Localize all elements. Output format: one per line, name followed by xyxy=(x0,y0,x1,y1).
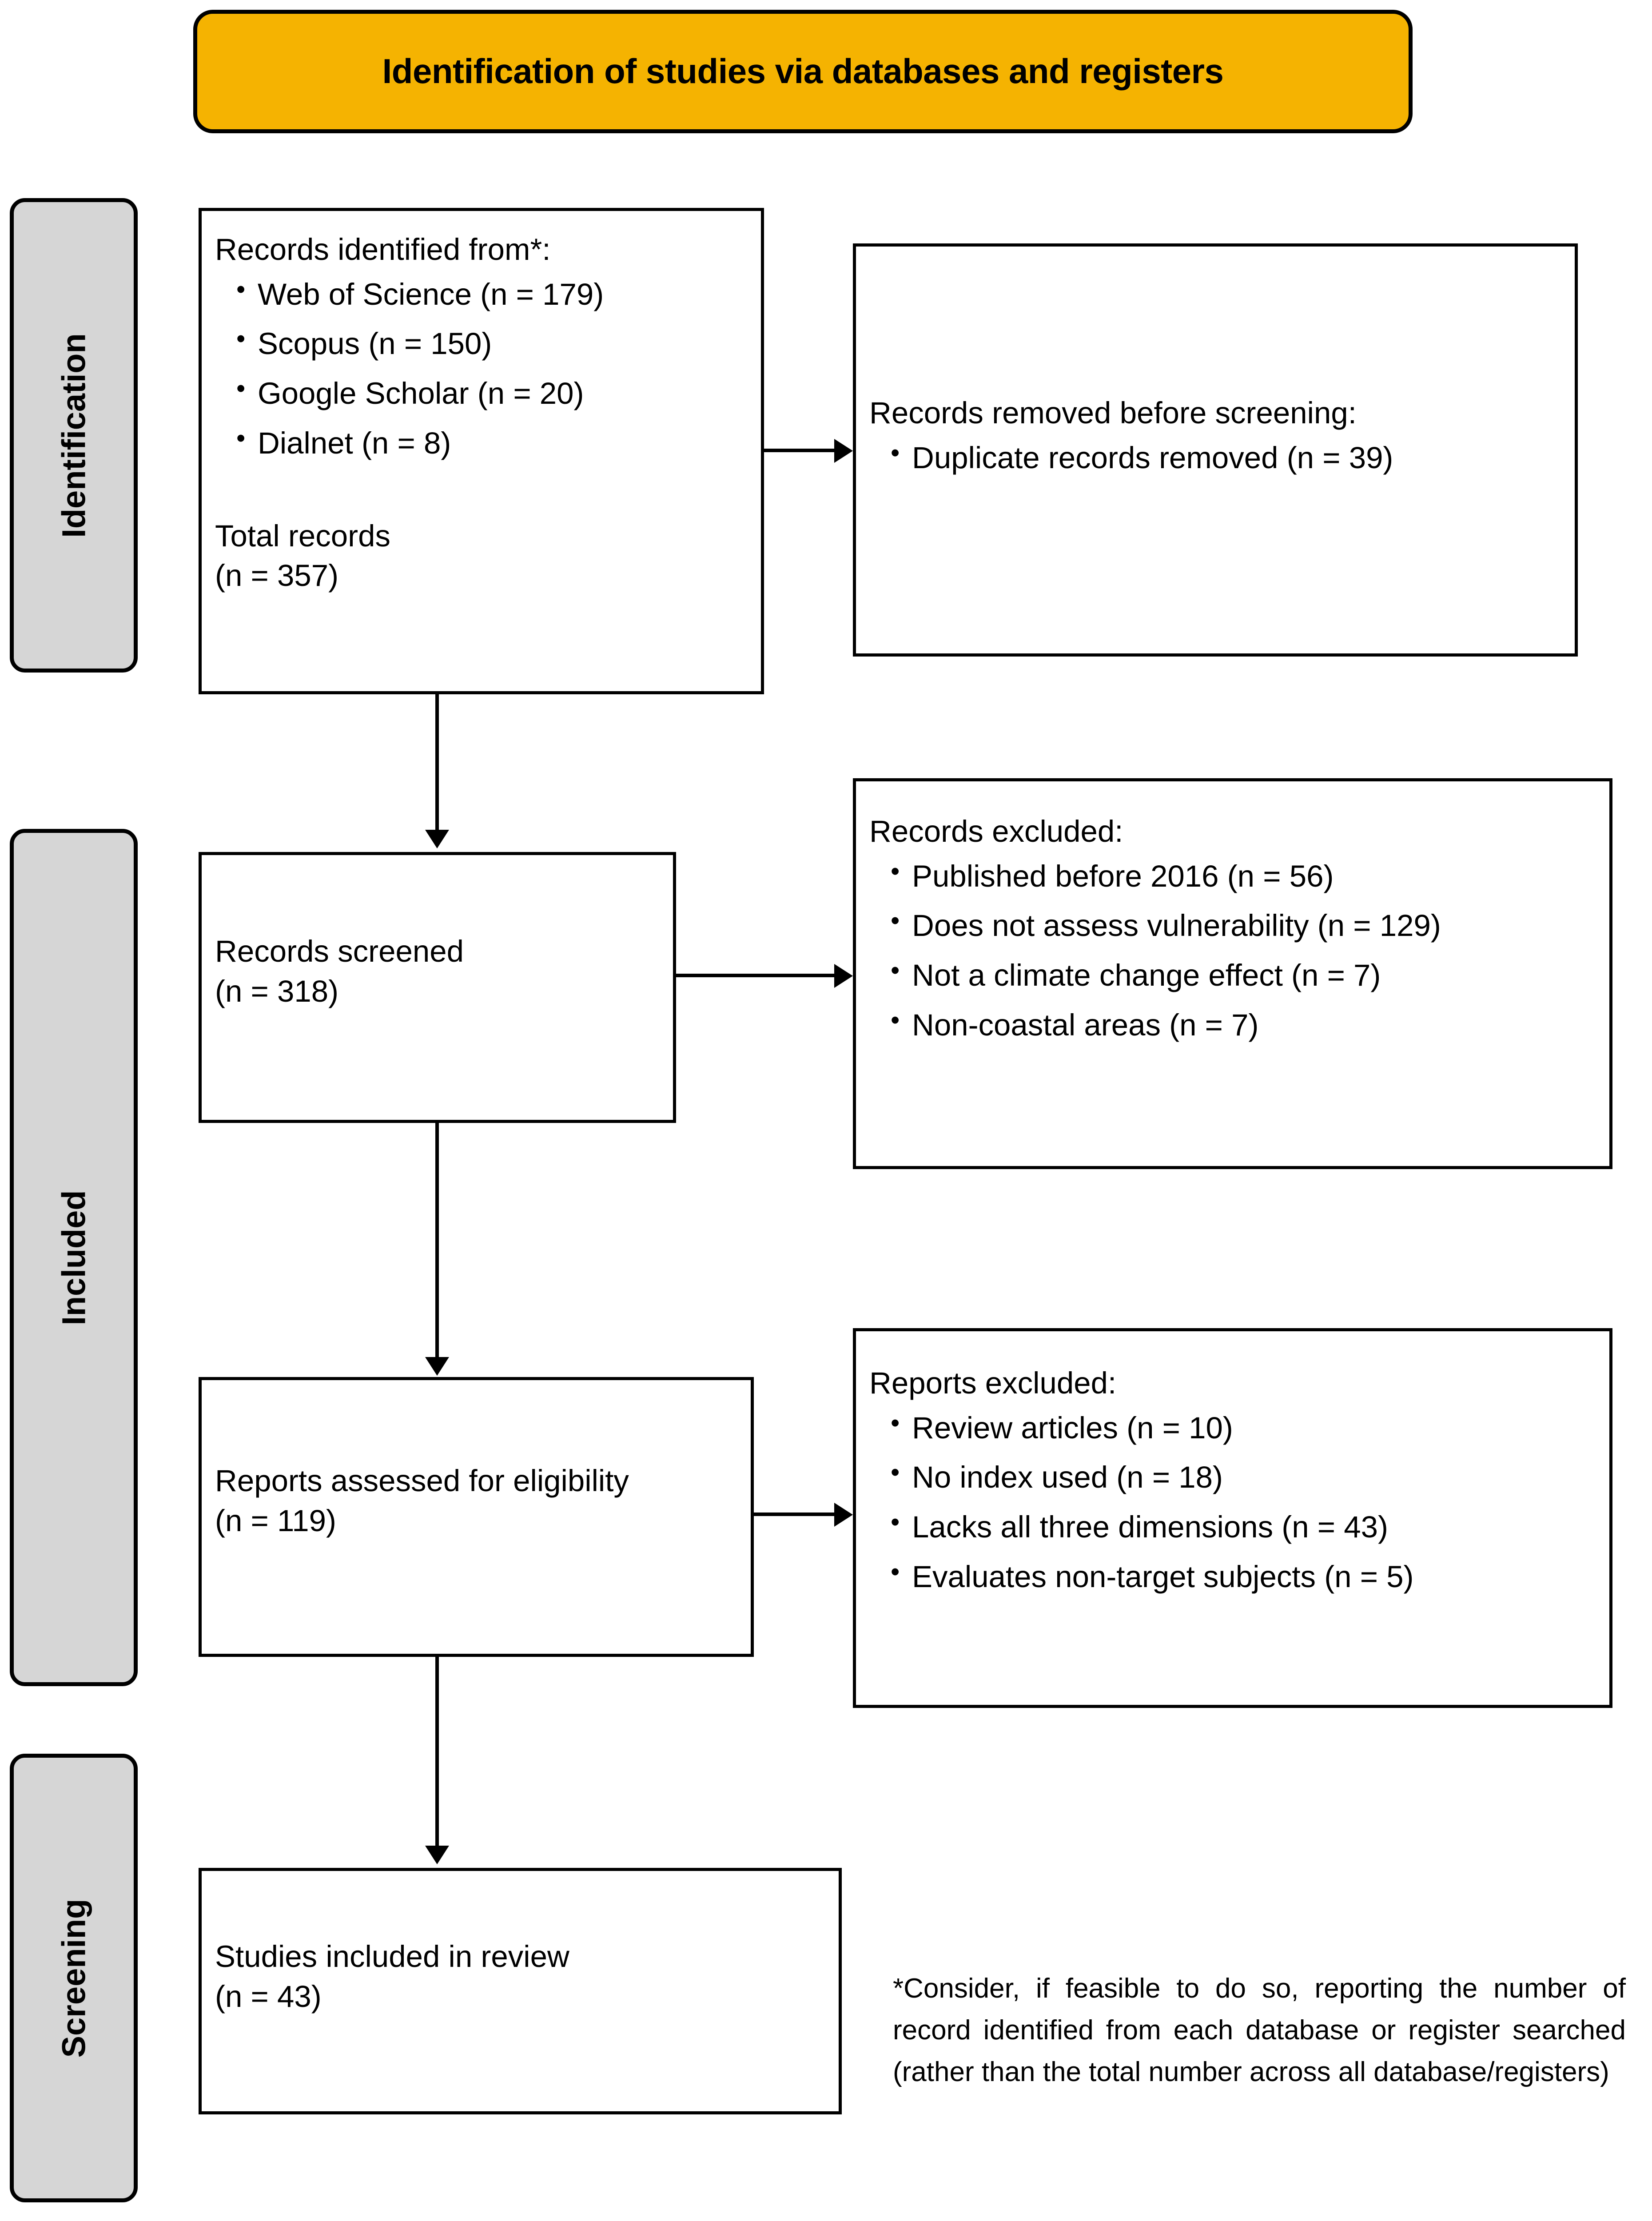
arrow-down-icon xyxy=(425,1357,449,1376)
stage-tab-identification: Identification xyxy=(10,198,138,673)
stage-tab-included: Included xyxy=(10,829,138,1686)
list-item: Review articles (n = 10) xyxy=(891,1402,1600,1453)
list-item: Dialnet (n = 8) xyxy=(236,418,751,468)
page-title: Identification of studies via databases … xyxy=(382,52,1224,91)
list-item: Lacks all three dimensions (n = 43) xyxy=(891,1501,1600,1552)
records-identified-source-list: Web of Science (n = 179) Scopus (n = 150… xyxy=(215,269,751,468)
reports-excluded-list: Review articles (n = 10) No index used (… xyxy=(869,1402,1600,1602)
box-records-removed: Records removed before screening: Duplic… xyxy=(853,243,1578,657)
records-screened-title: Records screened xyxy=(215,934,464,968)
box-records-identified: Records identified from*: Web of Science… xyxy=(199,208,764,694)
list-item: Web of Science (n = 179) xyxy=(236,269,751,319)
box-reports-eligibility: Reports assessed for eligibility (n = 11… xyxy=(199,1377,754,1657)
footnote-text: *Consider, if feasible to do so, reporti… xyxy=(893,1973,1626,2088)
stage-tab-identification-label: Identification xyxy=(55,333,92,538)
connector-eligibility-to-included xyxy=(435,1657,439,1848)
list-item: Evaluates non-target subjects (n = 5) xyxy=(891,1551,1600,1602)
box-records-excluded: Records excluded: Published before 2016 … xyxy=(853,778,1612,1169)
spacer xyxy=(215,468,751,516)
box-reports-excluded: Reports excluded: Review articles (n = 1… xyxy=(853,1328,1612,1708)
reports-eligibility-count: (n = 119) xyxy=(215,1503,336,1538)
connector-eligibility-to-reports-excluded xyxy=(754,1513,835,1516)
records-excluded-title: Records excluded: xyxy=(869,814,1123,848)
list-item: Duplicate records removed (n = 39) xyxy=(891,432,1565,483)
records-removed-title: Records removed before screening: xyxy=(869,396,1357,430)
records-removed-list: Duplicate records removed (n = 39) xyxy=(869,432,1565,483)
reports-excluded-title: Reports excluded: xyxy=(869,1366,1117,1400)
records-identified-total-count: (n = 357) xyxy=(215,558,339,593)
arrow-down-icon xyxy=(425,830,449,848)
stage-tab-screening-label: Screening xyxy=(55,1899,92,2058)
header-banner: Identification of studies via databases … xyxy=(193,10,1413,133)
list-item: Google Scholar (n = 20) xyxy=(236,368,751,418)
list-item: No index used (n = 18) xyxy=(891,1452,1600,1502)
records-screened-count: (n = 318) xyxy=(215,974,339,1008)
stage-tab-screening: Screening xyxy=(10,1754,138,2202)
box-studies-included: Studies included in review (n = 43) xyxy=(199,1868,842,2114)
connector-screened-to-excluded xyxy=(676,974,835,977)
records-identified-total-label: Total records xyxy=(215,518,390,553)
list-item: Does not assess vulnerability (n = 129) xyxy=(891,900,1600,951)
connector-identified-to-screened xyxy=(435,694,439,832)
list-item: Published before 2016 (n = 56) xyxy=(891,851,1600,901)
records-excluded-list: Published before 2016 (n = 56) Does not … xyxy=(869,851,1600,1050)
connector-identified-to-removed xyxy=(764,449,835,452)
arrow-right-icon xyxy=(834,964,853,988)
arrow-down-icon xyxy=(425,1846,449,1864)
list-item: Not a climate change effect (n = 7) xyxy=(891,950,1600,1000)
connector-screened-to-eligibility xyxy=(435,1123,439,1359)
arrow-right-icon xyxy=(834,439,853,463)
box-records-screened: Records screened (n = 318) xyxy=(199,852,676,1123)
records-identified-title: Records identified from*: xyxy=(215,232,551,267)
stage-tab-included-label: Included xyxy=(55,1190,92,1325)
arrow-right-icon xyxy=(834,1503,853,1527)
studies-included-count: (n = 43) xyxy=(215,1979,322,2014)
reports-eligibility-title: Reports assessed for eligibility xyxy=(215,1464,629,1498)
list-item: Non-coastal areas (n = 7) xyxy=(891,999,1600,1050)
studies-included-title: Studies included in review xyxy=(215,1939,569,1974)
list-item: Scopus (n = 150) xyxy=(236,318,751,369)
